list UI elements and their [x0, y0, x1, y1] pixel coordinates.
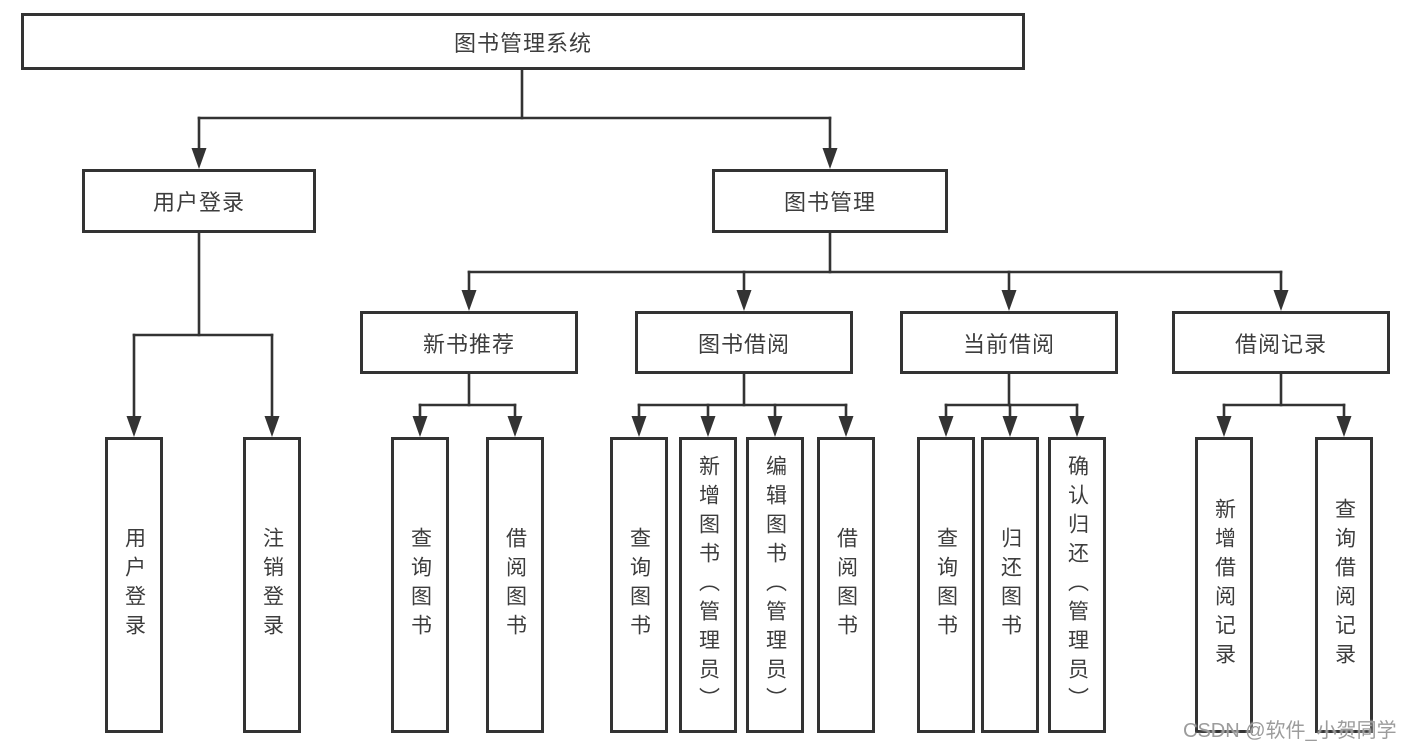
root-box-library-management-system: 图书管理系统 [21, 13, 1025, 70]
arrowhead-icon [461, 290, 477, 311]
connector-user-login [126, 230, 280, 437]
arrowhead-icon [631, 416, 647, 437]
connector-new-book-recommend [412, 371, 523, 437]
leaf-box-edit-books-admin: 编辑图书（管理员） [746, 437, 804, 733]
branch-box-borrow-records: 借阅记录 [1172, 311, 1390, 374]
leaf-box-confirm-return-admin: 确认归还（管理员） [1048, 437, 1106, 733]
arrowhead-icon [736, 290, 752, 311]
leaf-box-borrow-books: 借阅图书 [817, 437, 875, 733]
connector-book-borrow [631, 371, 854, 437]
connector-root [191, 67, 838, 169]
leaf-box-query-books-recommend: 查询图书 [391, 437, 449, 733]
arrowhead-icon [412, 416, 428, 437]
branch-box-book-management: 图书管理 [712, 169, 948, 233]
arrowhead-icon [1273, 290, 1289, 311]
arrowhead-icon [264, 416, 280, 437]
branch-box-book-borrow: 图书借阅 [635, 311, 853, 374]
connector-borrow-records [1216, 371, 1352, 437]
arrowhead-icon [1336, 416, 1352, 437]
leaf-box-logout: 注销登录 [243, 437, 301, 733]
connector-current-borrow [938, 371, 1085, 437]
arrowhead-icon [938, 416, 954, 437]
csdn-watermark: CSDN @软件_小贺同学 [1183, 720, 1397, 742]
leaf-box-add-borrow-record: 新增借阅记录 [1195, 437, 1253, 733]
arrowhead-icon [822, 148, 838, 169]
leaf-box-borrow-books-recommend: 借阅图书 [486, 437, 544, 733]
branch-box-user-login: 用户登录 [82, 169, 316, 233]
arrowhead-icon [507, 416, 523, 437]
arrowhead-icon [1001, 290, 1017, 311]
arrowhead-icon [1216, 416, 1232, 437]
arrowhead-icon [838, 416, 854, 437]
leaf-box-user-login: 用户登录 [105, 437, 163, 733]
arrowhead-icon [767, 416, 783, 437]
connector-book-management [461, 230, 1289, 311]
leaf-box-add-books-admin: 新增图书（管理员） [679, 437, 737, 733]
leaf-box-query-books-current: 查询图书 [917, 437, 975, 733]
leaf-box-query-books-borrow: 查询图书 [610, 437, 668, 733]
arrowhead-icon [1069, 416, 1085, 437]
arrowhead-icon [126, 416, 142, 437]
leaf-box-query-borrow-record: 查询借阅记录 [1315, 437, 1373, 733]
arrowhead-icon [1002, 416, 1018, 437]
arrowhead-icon [700, 416, 716, 437]
branch-box-current-borrow: 当前借阅 [900, 311, 1118, 374]
arrowhead-icon [191, 148, 207, 169]
leaf-box-return-books: 归还图书 [981, 437, 1039, 733]
branch-box-new-book-recommend: 新书推荐 [360, 311, 578, 374]
